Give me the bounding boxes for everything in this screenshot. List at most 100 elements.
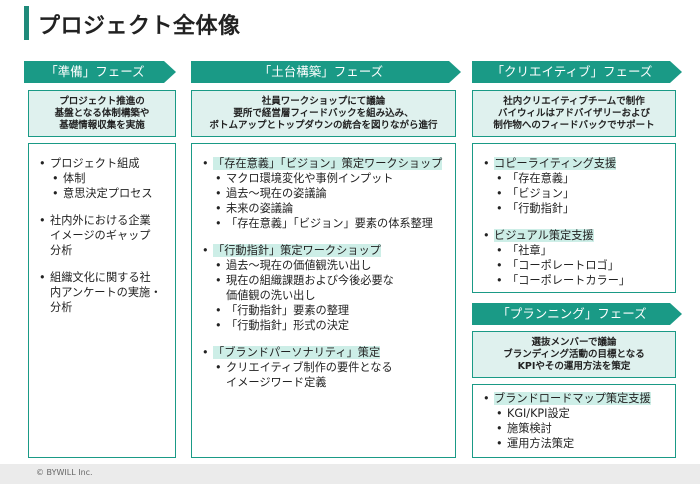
phase-dodai-content: 「存在意義」「ビジョン」策定ワークショップマクロ環境変化や事例インプット過去～現… xyxy=(191,143,456,458)
list-item-text: プロジェクト組成 xyxy=(50,157,140,170)
phase-junbi-content: プロジェクト組成体制意思決定プロセス社内外における企業イメージのギャップ分析組織… xyxy=(28,143,176,458)
list-item-text: ビジュアル策定支援 xyxy=(494,229,594,242)
phase-creative-label: 「クリエイティブ」フェーズ xyxy=(472,61,682,83)
summary-line: KPIやその運用方法を策定 xyxy=(517,360,631,372)
list-item: 「存在意義」「ビジョン」要素の体系整理 xyxy=(200,216,447,231)
list-item: 「行動指針」 xyxy=(481,201,667,216)
list-item: 未来の姿議論 xyxy=(200,201,447,216)
list-item-text: コピーライティング支援 xyxy=(494,157,617,170)
list-item-text: 運用方法策定 xyxy=(507,437,575,450)
list-item-text: 体制 xyxy=(63,172,86,185)
list-item-text: 「社章」 xyxy=(507,244,552,257)
list-item: 「ビジョン」 xyxy=(481,186,667,201)
list-item: 「コーポレートロゴ」 xyxy=(481,258,667,273)
list-item-text: 「ビジョン」 xyxy=(507,187,575,200)
footer: © BYWILL Inc. xyxy=(0,464,700,484)
list-item: 「社章」 xyxy=(481,243,667,258)
list-item: 「ブランドパーソナリティ」策定 xyxy=(200,345,447,360)
phase-junbi-label: 「準備」フェーズ xyxy=(24,61,176,83)
list-spacer xyxy=(200,333,447,345)
list-item-text: クリエイティブ制作の要件となる xyxy=(226,361,393,374)
list-item-text: 現在の組織課題および今後必要な xyxy=(226,274,394,287)
list-item-text: イメージのギャップ xyxy=(50,229,151,242)
list-item: 過去～現在の価値観洗い出し xyxy=(200,258,447,273)
title-accent-bar xyxy=(24,6,29,40)
list-item-text: 分析 xyxy=(50,244,73,257)
list-item-text: マクロ環境変化や事例インプット xyxy=(226,172,394,185)
phase-creative-summary: 社内クリエイティブチームで制作バイウィルはアドバイザリーおよび制作物へのフィード… xyxy=(472,90,676,137)
list-item-text: 組織文化に関する社 xyxy=(50,271,151,284)
phase-planning-label: 「プランニング」フェーズ xyxy=(472,303,682,325)
list-item-text: 「ブランドパーソナリティ」策定 xyxy=(213,346,381,359)
summary-line: 基礎情報収集を実施 xyxy=(59,119,145,131)
list-item-text: 価値観の洗い出し xyxy=(226,289,316,302)
list-spacer xyxy=(481,216,667,228)
list-item-text: 「存在意義」「ビジョン」策定ワークショップ xyxy=(213,157,443,170)
list-item: イメージのギャップ xyxy=(37,228,167,243)
list-item-text: ブランドロードマップ策定支援 xyxy=(494,392,651,405)
list-item: 価値観の洗い出し xyxy=(200,288,447,303)
list-item-text: 「行動指針」 xyxy=(507,202,575,215)
list-item: 「行動指針」形式の決定 xyxy=(200,318,447,333)
summary-line: ブランディング活動の目標となる xyxy=(503,348,645,360)
list-item: イメージワード定義 xyxy=(200,375,447,390)
list-spacer xyxy=(37,201,167,213)
list-item: マクロ環境変化や事例インプット xyxy=(200,171,447,186)
list-item-text: 過去～現在の価値観洗い出し xyxy=(226,259,372,272)
list-item: プロジェクト組成 xyxy=(37,156,167,171)
list-item: 意思決定プロセス xyxy=(37,186,167,201)
list-item: 分析 xyxy=(37,300,167,315)
list-item-text: 分析 xyxy=(50,301,73,314)
list-item-text: 「行動指針」策定ワークショップ xyxy=(213,244,381,257)
list-item-text: イメージワード定義 xyxy=(226,376,327,389)
list-spacer xyxy=(37,258,167,270)
list-item: 「存在意義」「ビジョン」策定ワークショップ xyxy=(200,156,447,171)
page-title: プロジェクト全体像 xyxy=(38,14,241,39)
list-item: 「行動指針」要素の整理 xyxy=(200,303,447,318)
list-item: 「コーポレートカラー」 xyxy=(481,273,667,288)
list-item: 「存在意義」 xyxy=(481,171,667,186)
list-item-text: 「存在意義」 xyxy=(507,172,575,185)
list-item: 施策検討 xyxy=(481,421,667,436)
list-item-text: 「コーポレートロゴ」 xyxy=(507,259,619,272)
list-item: 運用方法策定 xyxy=(481,436,667,451)
list-item: クリエイティブ制作の要件となる xyxy=(200,360,447,375)
list-item: ビジュアル策定支援 xyxy=(481,228,667,243)
list-item-text: KGI/KPI設定 xyxy=(507,407,570,420)
summary-line: 制作物へのフィードバックでサポート xyxy=(493,119,655,131)
list-item: コピーライティング支援 xyxy=(481,156,667,171)
summary-line: ボトムアップとトップダウンの統合を図りながら進行 xyxy=(209,119,438,131)
list-item-text: 「行動指針」要素の整理 xyxy=(226,304,350,317)
list-item-text: 意思決定プロセス xyxy=(63,187,153,200)
summary-line: バイウィルはアドバイザリーおよび xyxy=(497,107,650,119)
summary-line: 社内クリエイティブチームで制作 xyxy=(503,95,645,107)
summary-line: 選抜メンバーで議論 xyxy=(531,336,617,348)
list-item-text: 過去～現在の姿議論 xyxy=(226,187,327,200)
list-item: ブランドロードマップ策定支援 xyxy=(481,391,667,406)
list-item: 体制 xyxy=(37,171,167,186)
phase-dodai-label: 「土台構築」フェーズ xyxy=(191,61,461,83)
list-item-text: 「行動指針」形式の決定 xyxy=(226,319,350,332)
summary-line: 基盤となる体制構築や xyxy=(54,107,150,119)
phase-planning-content: ブランドロードマップ策定支援 KGI/KPI設定施策検討運用方法策定 xyxy=(472,384,676,458)
list-item: 内アンケートの実施・ xyxy=(37,285,167,300)
list-item-text: 「コーポレートカラー」 xyxy=(507,274,631,287)
summary-line: 要所で経営層フィードバックを組み込み、 xyxy=(233,107,414,119)
list-item-text: 内アンケートの実施・ xyxy=(50,286,162,299)
list-item: 社内外における企業 xyxy=(37,213,167,228)
list-spacer xyxy=(200,231,447,243)
summary-line: プロジェクト推進の xyxy=(59,95,145,107)
phase-dodai-summary: 社員ワークショップにて議論要所で経営層フィードバックを組み込み、ボトムアップとト… xyxy=(191,90,456,137)
phase-junbi-summary: プロジェクト推進の基盤となる体制構築や基礎情報収集を実施 xyxy=(28,90,176,137)
summary-line: 社員ワークショップにて議論 xyxy=(261,95,386,107)
phase-creative-content: コピーライティング支援「存在意義」「ビジョン」「行動指針」ビジュアル策定支援「社… xyxy=(472,143,676,293)
list-item-text: 未来の姿議論 xyxy=(226,202,294,215)
list-item-text: 社内外における企業 xyxy=(50,214,151,227)
copyright-text: © BYWILL Inc. xyxy=(36,468,93,477)
list-item: 現在の組織課題および今後必要な xyxy=(200,273,447,288)
list-item: 分析 xyxy=(37,243,167,258)
list-item: 「行動指針」策定ワークショップ xyxy=(200,243,447,258)
list-item: KGI/KPI設定 xyxy=(481,406,667,421)
list-item-text: 「存在意義」「ビジョン」要素の体系整理 xyxy=(226,217,433,230)
